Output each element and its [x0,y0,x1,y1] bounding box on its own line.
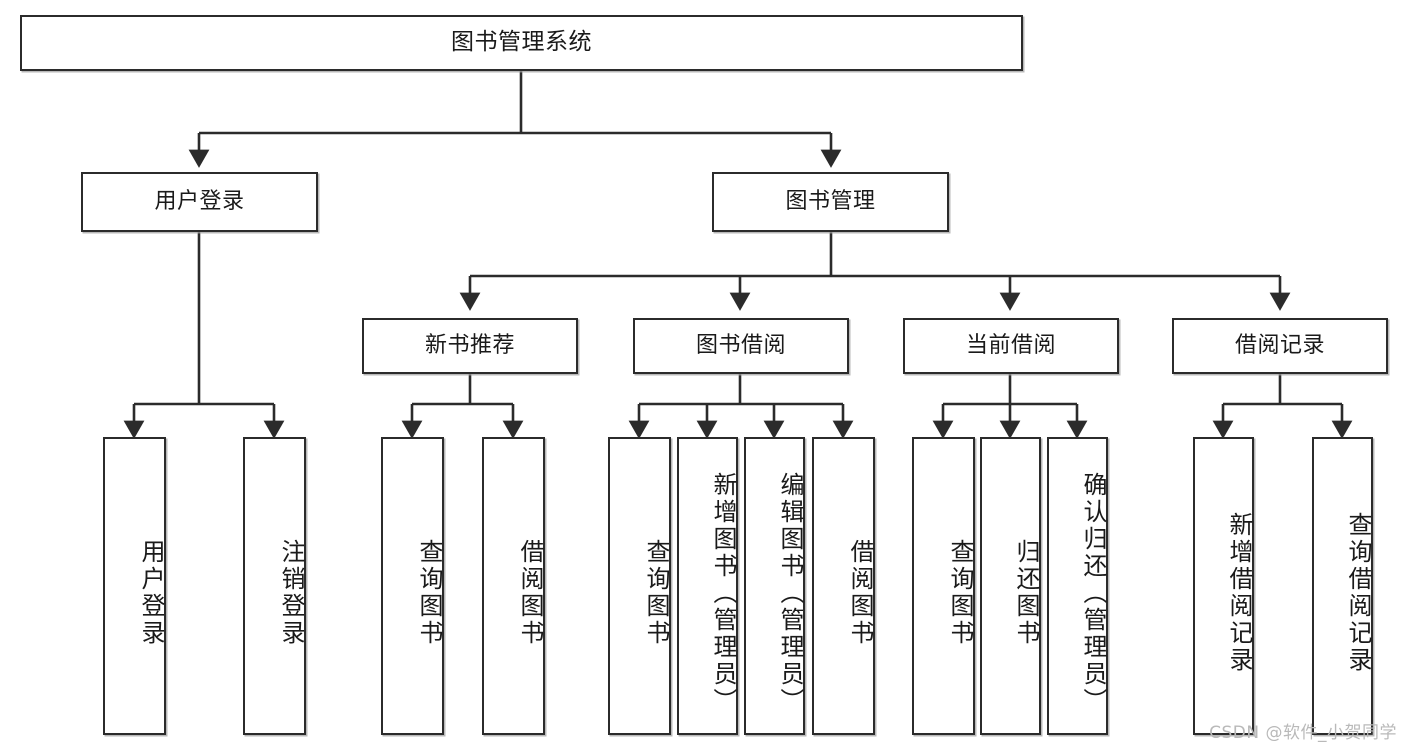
leaf-edit-book[interactable]: 编辑图书（管理员） [744,437,805,735]
node-label: 当前借阅 [965,332,1056,358]
leaf-query-book-borrow[interactable]: 查询图书 [608,437,671,735]
node-label: 借阅记录 [1234,332,1325,358]
leaf-logout-login[interactable]: 注销登录 [243,437,306,735]
node-root-book-management-system[interactable]: 图书管理系统 [20,15,1023,71]
node-label: 借阅图书 [516,539,544,647]
node-label: 新增图书（管理员） [709,471,737,715]
node-book-management[interactable]: 图书管理 [712,172,949,232]
leaf-query-book-recommend[interactable]: 查询图书 [381,437,444,735]
node-book-borrow[interactable]: 图书借阅 [633,318,849,374]
node-borrow-record[interactable]: 借阅记录 [1172,318,1388,374]
node-label: 图书管理 [785,188,876,214]
leaf-query-borrow-record[interactable]: 查询借阅记录 [1312,437,1373,735]
node-label: 图书借阅 [695,332,786,358]
node-label: 查询借阅记录 [1344,512,1372,674]
node-current-borrow[interactable]: 当前借阅 [903,318,1119,374]
leaf-query-book-current[interactable]: 查询图书 [912,437,975,735]
node-label: 注销登录 [277,539,305,647]
leaf-borrow-book[interactable]: 借阅图书 [812,437,875,735]
leaf-borrow-book-recommend[interactable]: 借阅图书 [482,437,545,735]
node-label: 确认归还（管理员） [1079,471,1107,715]
node-label: 查询图书 [946,539,974,647]
node-new-book-recommend[interactable]: 新书推荐 [362,318,578,374]
csdn-watermark: CSDN @软件_小贺同学 [1209,723,1397,743]
node-label: 新书推荐 [424,332,515,358]
node-label: 用户登录 [137,539,165,647]
node-user-login[interactable]: 用户登录 [81,172,318,232]
node-label: 归还图书 [1012,539,1040,647]
node-label: 借阅图书 [846,539,874,647]
leaf-add-book[interactable]: 新增图书（管理员） [677,437,738,735]
leaf-return-book[interactable]: 归还图书 [980,437,1041,735]
leaf-add-borrow-record[interactable]: 新增借阅记录 [1193,437,1254,735]
leaf-user-login[interactable]: 用户登录 [103,437,166,735]
node-label: 查询图书 [642,539,670,647]
leaf-confirm-return[interactable]: 确认归还（管理员） [1047,437,1108,735]
node-label: 用户登录 [154,188,245,214]
node-label: 查询图书 [415,539,443,647]
node-label: 新增借阅记录 [1225,512,1253,674]
node-label: 图书管理系统 [451,29,592,56]
node-label: 编辑图书（管理员） [776,471,804,715]
